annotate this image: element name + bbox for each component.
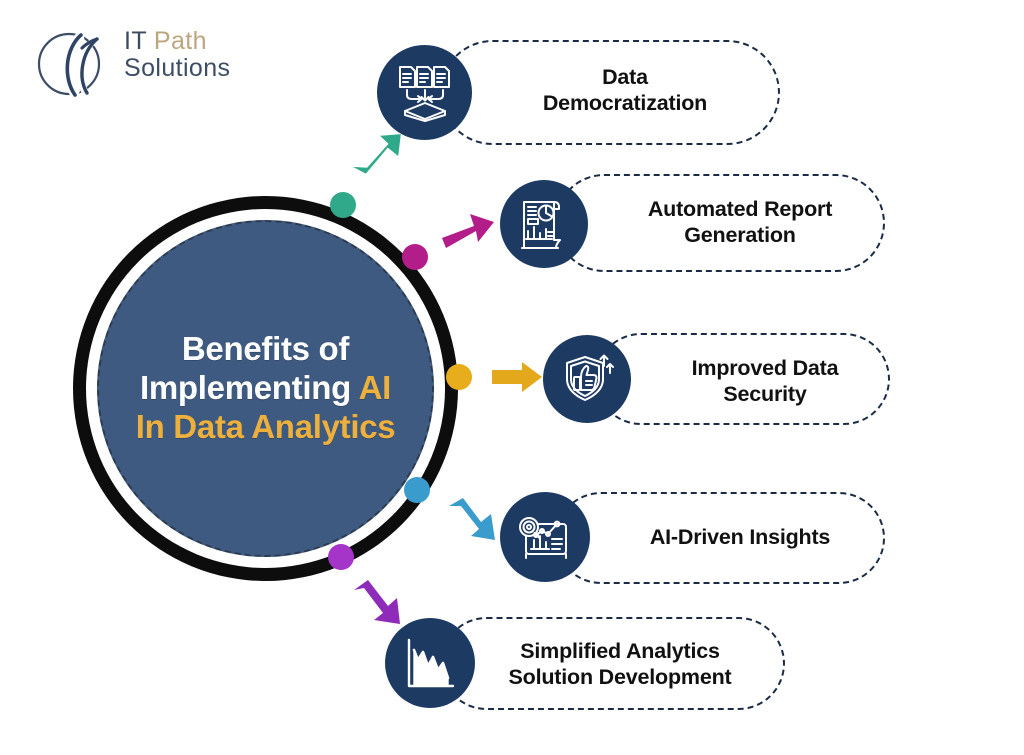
benefit-label-5-line-2: Solution Development — [508, 665, 732, 690]
benefit-label-3-line-2: Security — [723, 382, 807, 407]
hub-inner-disc: Benefits of Implementing AI In Data Anal… — [97, 220, 434, 557]
benefit-pill-4[interactable] — [555, 492, 885, 584]
hub-title-accent-ai: AI — [358, 369, 392, 407]
benefit-label-2: Automated Report Generation — [590, 196, 890, 248]
node-dot-simplified-analytics[interactable] — [328, 544, 354, 570]
ipath-crescent-logo-icon — [34, 28, 120, 102]
page-title: Benefits of Implementing AI In Data Anal… — [128, 330, 404, 447]
brand-logo: IT Path Solutions — [28, 22, 258, 112]
benefit-label-4-line-1: AI-Driven Insights — [649, 525, 831, 549]
connector-arrow-5 — [352, 578, 406, 630]
analytics-dashboard-magnifier-icon — [500, 492, 590, 582]
connector-arrow-2 — [440, 204, 498, 254]
node-dot-ai-driven-insights[interactable] — [404, 477, 430, 503]
node-dot-improved-data-security[interactable] — [446, 364, 472, 390]
connector-arrow-3 — [492, 361, 544, 393]
benefit-pill-3[interactable] — [595, 333, 890, 425]
logo-text-it: IT — [124, 27, 154, 55]
node-dot-automated-report-generation[interactable] — [402, 244, 428, 270]
logo-text-path: Path — [153, 27, 207, 55]
shield-thumbs-up-icon — [543, 335, 631, 423]
declining-area-chart-icon — [385, 618, 475, 708]
benefit-pill-2[interactable] — [555, 174, 885, 272]
node-dot-data-democratization[interactable] — [330, 192, 356, 218]
central-hub: Benefits of Implementing AI In Data Anal… — [73, 196, 458, 581]
benefit-label-1-line-1: Data — [602, 65, 648, 89]
benefit-pill-5[interactable] — [440, 617, 785, 710]
hub-title-line-1: Benefits of — [181, 330, 350, 368]
connector-arrow-1 — [352, 128, 406, 182]
benefit-label-5: Simplified Analytics Solution Developmen… — [470, 638, 770, 690]
benefit-label-2-line-1: Automated Report — [647, 197, 833, 221]
benefit-label-1-line-2: Democratization — [542, 91, 708, 116]
documents-to-database-icon — [377, 45, 472, 140]
hub-title-line-3: In Data Analytics — [135, 407, 396, 445]
brand-wordmark: IT Path Solutions — [124, 28, 264, 81]
report-scroll-chart-icon — [500, 180, 588, 268]
benefit-label-2-line-2: Generation — [684, 223, 796, 248]
connector-arrow-4 — [447, 496, 501, 546]
hub-title-line-2: Implementing — [140, 369, 359, 407]
benefit-label-5-line-1: Simplified Analytics — [520, 639, 720, 663]
benefit-label-4: AI-Driven Insights — [590, 524, 890, 550]
benefit-label-1: Data Democratization — [480, 64, 770, 116]
benefit-label-3: Improved Data Security — [630, 355, 900, 407]
benefit-label-3-line-1: Improved Data — [691, 356, 839, 380]
logo-text-solutions: Solutions — [124, 53, 231, 82]
benefit-pill-1[interactable] — [440, 40, 780, 145]
